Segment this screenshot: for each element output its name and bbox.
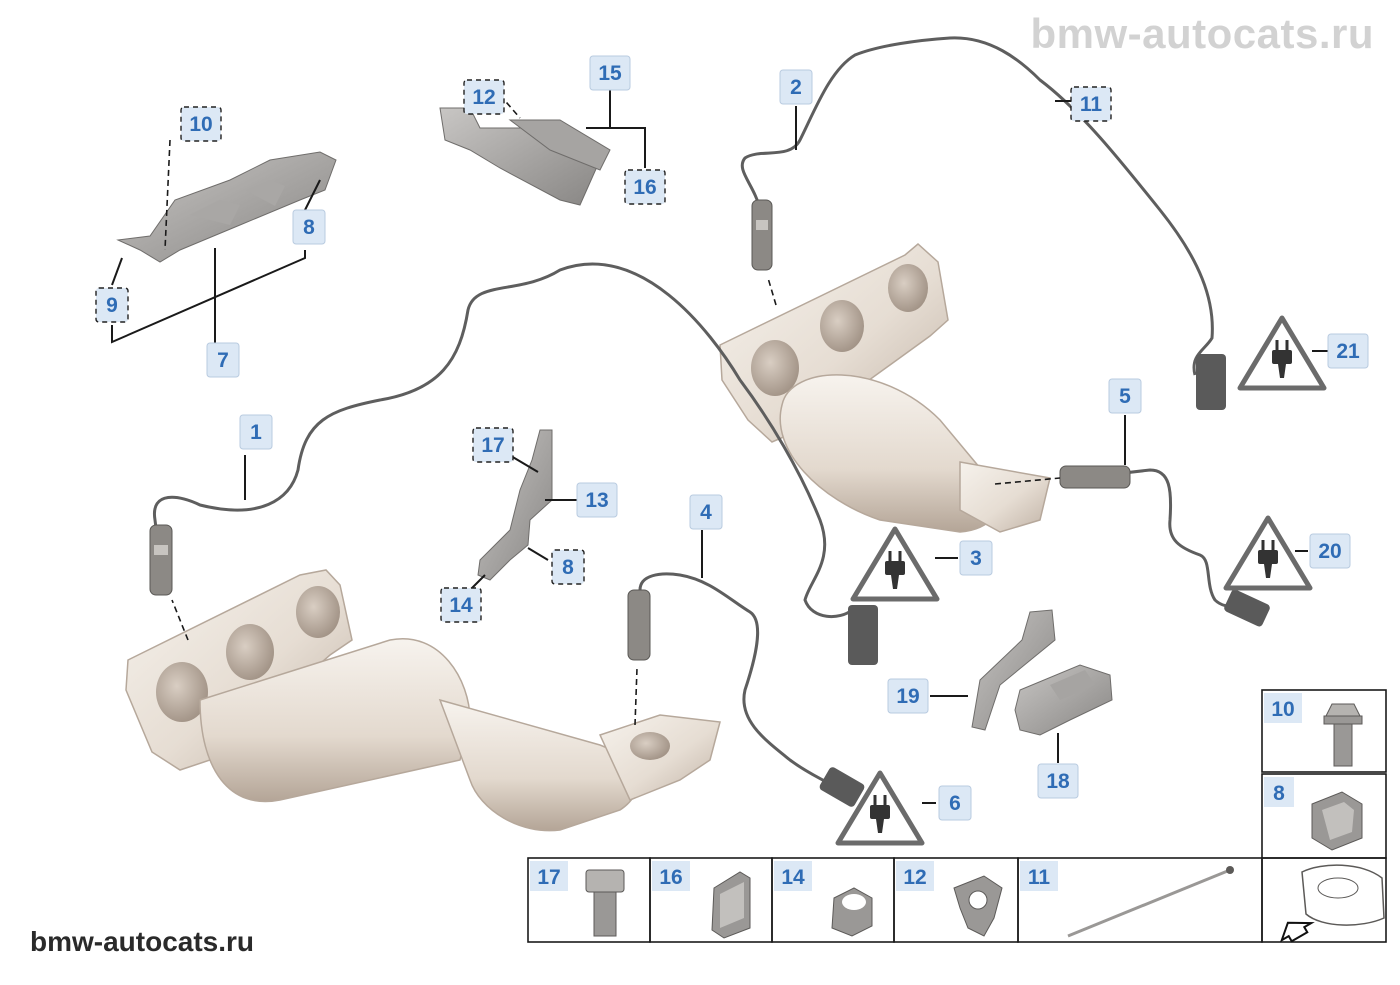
callout-label: 7 — [217, 349, 229, 372]
callout-label: 2 — [790, 76, 802, 99]
callout-label: 15 — [598, 62, 622, 85]
warning-layer — [835, 315, 1327, 846]
callout-label: 19 — [896, 685, 919, 708]
exhaust-manifold-catalyst-front — [125, 569, 721, 832]
callout-c3[interactable]: 3 — [959, 540, 993, 576]
thumbnail-label: 10 — [1271, 698, 1294, 721]
thumbnail-layer: 17 16 14 12 11 10 8 — [530, 693, 1385, 945]
thumbnail-label: 16 — [659, 866, 682, 889]
thumbnail-label: 12 — [903, 866, 926, 889]
callout-label: 8 — [303, 216, 315, 239]
cable-tie-icon — [1067, 866, 1234, 938]
callout-label: 5 — [1119, 385, 1131, 408]
bracket-15 — [439, 107, 611, 206]
callout-c9[interactable]: 9 — [95, 287, 129, 323]
callout-label: 6 — [949, 792, 961, 815]
callout-c6[interactable]: 6 — [938, 785, 972, 821]
oxygen-sensor-5 — [1059, 465, 1131, 489]
callout-c8b[interactable]: 8 — [551, 549, 585, 585]
thumbnail-t16[interactable]: 16 — [652, 861, 751, 939]
half-clip-icon — [831, 887, 873, 937]
callout-c20[interactable]: 20 — [1309, 533, 1351, 569]
connector-plug-3 — [848, 605, 878, 665]
callout-label: 18 — [1046, 770, 1070, 793]
callout-label: 21 — [1336, 340, 1360, 363]
callout-c21[interactable]: 21 — [1327, 333, 1369, 369]
oxygen-sensor-4 — [627, 589, 651, 661]
callout-label: 16 — [633, 176, 656, 199]
thumbnail-tcar[interactable] — [1276, 864, 1385, 945]
plug-warning-icon — [1223, 515, 1313, 591]
thumbnail-label: 11 — [1028, 866, 1051, 889]
callout-c19[interactable]: 19 — [887, 678, 929, 714]
thumbnail-label: 14 — [781, 866, 805, 889]
callout-c16[interactable]: 16 — [624, 169, 666, 205]
callout-label: 8 — [562, 556, 574, 579]
nut-clip-icon — [1311, 791, 1363, 851]
callout-c14[interactable]: 14 — [440, 587, 482, 623]
oxygen-sensor-1 — [149, 524, 173, 596]
sensor-wiring — [153, 36, 1251, 792]
connector-plug-21 — [1196, 354, 1226, 410]
callout-label: 20 — [1318, 540, 1341, 563]
exhaust-manifold-catalyst-rear — [719, 243, 1051, 533]
callout-label: 14 — [449, 594, 473, 617]
thumbnail-t11[interactable]: 11 — [1020, 861, 1234, 938]
callout-c11[interactable]: 11 — [1070, 86, 1112, 122]
plug-warning-icon — [850, 526, 940, 602]
hex-bolt-icon — [585, 869, 625, 937]
cable-clip-icon — [953, 875, 1003, 937]
bracket-19 — [971, 609, 1056, 731]
watermark-bottom: bmw-autocats.ru — [30, 926, 255, 957]
leader-lines — [111, 90, 1329, 804]
callout-c1[interactable]: 1 — [239, 414, 273, 450]
thumbnail-t14[interactable]: 14 — [774, 861, 873, 937]
callout-c13[interactable]: 13 — [576, 482, 618, 518]
callout-label: 11 — [1080, 93, 1103, 116]
callout-label: 13 — [585, 489, 608, 512]
connector-plug-20 — [1224, 589, 1270, 627]
heat-shield-7 — [116, 151, 337, 263]
car-front-arrow-icon — [1279, 864, 1385, 943]
callout-label: 17 — [481, 434, 504, 457]
thumbnail-t12[interactable]: 12 — [896, 861, 1003, 937]
callout-c5[interactable]: 5 — [1108, 378, 1142, 414]
thumbnail-label: 17 — [537, 866, 560, 889]
spring-clip-icon — [711, 871, 751, 939]
callout-label: 1 — [250, 421, 262, 444]
callout-c15[interactable]: 15 — [589, 55, 631, 91]
callout-label: 12 — [472, 86, 495, 109]
watermark-top: bmw-autocats.ru — [1030, 10, 1374, 57]
thumbnail-label: 8 — [1273, 782, 1285, 805]
callout-c12[interactable]: 12 — [463, 79, 505, 115]
thumbnail-grid — [527, 689, 1387, 943]
callout-c8a[interactable]: 8 — [292, 209, 326, 245]
callout-c4[interactable]: 4 — [689, 494, 723, 530]
callout-c10[interactable]: 10 — [180, 106, 222, 142]
callout-label: 3 — [970, 547, 982, 570]
callout-c7[interactable]: 7 — [206, 342, 240, 378]
thumbnail-t17[interactable]: 17 — [530, 861, 625, 937]
callout-label: 10 — [189, 113, 212, 136]
callout-c18[interactable]: 18 — [1037, 763, 1079, 799]
callout-label: 4 — [700, 501, 712, 524]
callout-c17[interactable]: 17 — [472, 427, 514, 463]
callout-c2[interactable]: 2 — [779, 69, 813, 105]
thumbnail-t8[interactable]: 8 — [1264, 777, 1363, 851]
callout-label: 9 — [106, 294, 118, 317]
flange-bolt-icon — [1323, 703, 1363, 767]
thumbnail-t10[interactable]: 10 — [1264, 693, 1363, 767]
plug-warning-icon — [835, 770, 925, 846]
bracket-18 — [1014, 664, 1113, 736]
oxygen-sensor-2 — [751, 199, 773, 271]
plug-warning-icon — [1237, 315, 1327, 391]
connector-plug-6 — [819, 767, 865, 807]
